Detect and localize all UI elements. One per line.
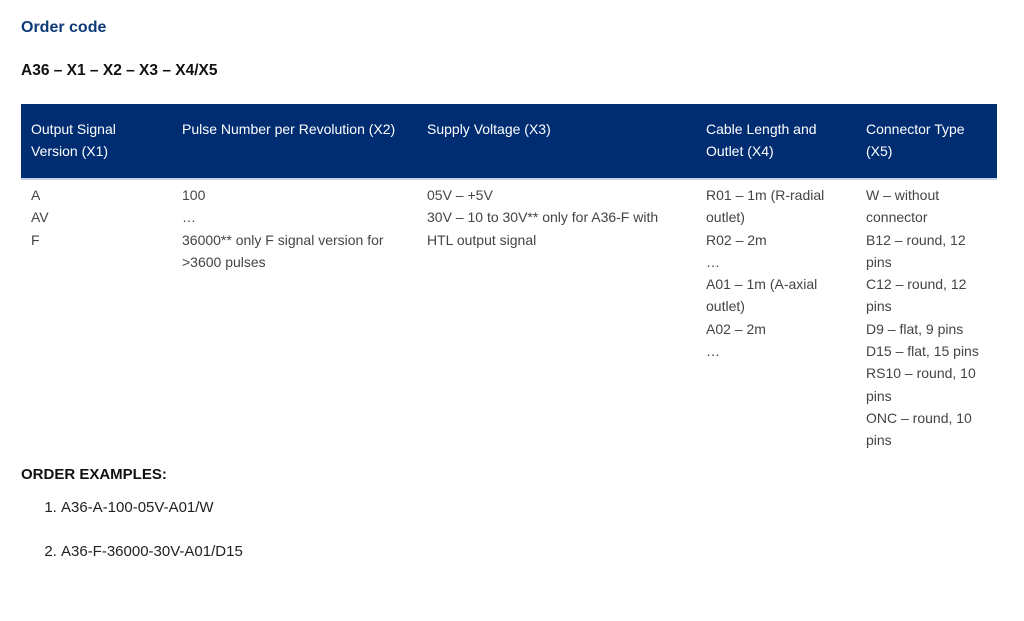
option: B12 – round, 12 pins [866,231,966,270]
cell-connector-type: W – without connector B12 – round, 12 pi… [856,179,997,460]
order-code-pattern: A36 – X1 – X2 – X3 – X4/X5 [21,62,218,79]
list-item: A36-A-100-05V-A01/W [61,498,243,518]
option: RS10 – round, 10 pins [866,365,976,404]
order-examples-list: A36-A-100-05V-A01/W A36-F-36000-30V-A01/… [21,498,243,586]
option: … [706,343,720,360]
cell-output-signal: A AV F [21,179,172,460]
option: 05V – +5V [427,187,493,203]
option: AV [31,209,49,226]
option: … [182,209,196,226]
table-row: A AV F 100 … 36000** only F signal versi… [21,179,997,460]
option: A01 – 1m (A-axial outlet) [706,276,818,315]
option: 30V – 10 to 30V** only for A36-F with HT… [427,209,659,248]
option: C12 – round, 12 pins [866,276,967,315]
option: R01 – 1m (R-radial outlet) [706,187,825,226]
header-cable-length: Cable Length and Outlet (X4) [706,121,817,159]
option: D9 – flat, 9 pins [866,320,964,337]
option: A [31,187,41,203]
table-header-row: Output Signal Version (X1) Pulse Number … [21,104,997,179]
header-supply-voltage: Supply Voltage (X3) [427,121,551,137]
option: W – without connector [866,187,940,226]
cell-cable-length: R01 – 1m (R-radial outlet) R02 – 2m … A0… [696,179,856,460]
header-pulse-number: Pulse Number per Revolution (X2) [182,121,396,137]
option: 100 [182,187,206,203]
option: ONC – round, 10 pins [866,409,972,449]
option: … [706,253,720,270]
order-examples-title: ORDER EXAMPLES: [21,466,167,483]
cell-supply-voltage: 05V – +5V 30V – 10 to 30V** only for A36… [417,179,696,460]
header-connector-type: Connector Type (X5) [866,121,965,159]
header-output-signal: Output Signal Version (X1) [31,121,116,159]
option: A02 – 2m [706,320,766,337]
option: D15 – flat, 15 pins [866,343,979,360]
cell-pulse-number: 100 … 36000** only F signal version for … [172,179,417,460]
list-item: A36-F-36000-30V-A01/D15 [61,542,243,562]
option: F [31,231,40,248]
option: R02 – 2m [706,231,767,248]
section-heading: Order code [21,19,107,36]
order-code-table: Output Signal Version (X1) Pulse Number … [21,104,997,460]
option: 36000** only F signal version for >3600 … [182,231,384,270]
